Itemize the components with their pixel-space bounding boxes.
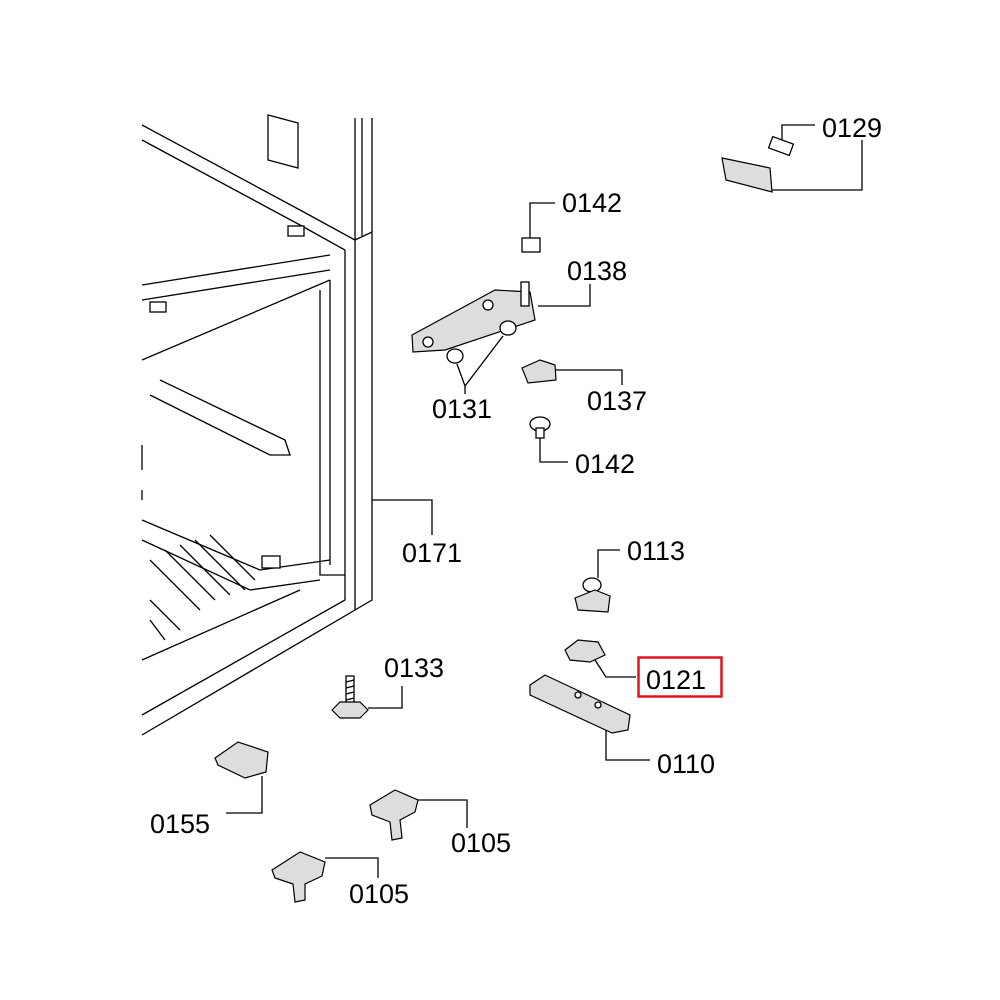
part-0110-drawing bbox=[529, 674, 650, 761]
part-label-0105-bottom[interactable]: 0105 bbox=[349, 879, 409, 909]
part-0129-drawing bbox=[721, 124, 863, 193]
part-0138-drawing bbox=[411, 281, 591, 353]
part-label-0113[interactable]: 0113 bbox=[627, 536, 685, 566]
part-0131-drawing bbox=[446, 320, 517, 394]
part-0137-drawing bbox=[521, 359, 623, 385]
part-label-0129[interactable]: 0129 bbox=[822, 113, 882, 143]
part-label-0142-top[interactable]: 0142 bbox=[562, 188, 622, 218]
part-0155-drawing bbox=[214, 741, 269, 814]
part-label-0121[interactable]: 0121 bbox=[646, 665, 706, 695]
part-0142-bottom-drawing bbox=[529, 416, 568, 463]
part-0142-top-drawing bbox=[521, 202, 555, 253]
highlight-box-0121 bbox=[637, 656, 723, 698]
part-0113-drawing bbox=[574, 549, 620, 613]
part-label-0110[interactable]: 0110 bbox=[657, 749, 715, 779]
part-label-0133[interactable]: 0133 bbox=[384, 653, 444, 683]
part-0121-drawing bbox=[564, 639, 723, 698]
part-label-0105-right[interactable]: 0105 bbox=[451, 828, 511, 858]
part-label-0131[interactable]: 0131 bbox=[432, 394, 492, 424]
part-label-0171[interactable]: 0171 bbox=[402, 538, 462, 568]
part-0105-bottom-drawing bbox=[271, 851, 379, 903]
part-0133-drawing bbox=[331, 675, 403, 719]
part-label-0138[interactable]: 0138 bbox=[567, 256, 627, 286]
part-0105-right-drawing bbox=[369, 789, 468, 841]
part-label-0155[interactable]: 0155 bbox=[150, 809, 210, 839]
part-label-0137[interactable]: 0137 bbox=[587, 386, 647, 416]
leader-0171 bbox=[372, 499, 433, 535]
cabinet-body bbox=[141, 114, 373, 736]
part-label-0142-bottom[interactable]: 0142 bbox=[575, 449, 635, 479]
